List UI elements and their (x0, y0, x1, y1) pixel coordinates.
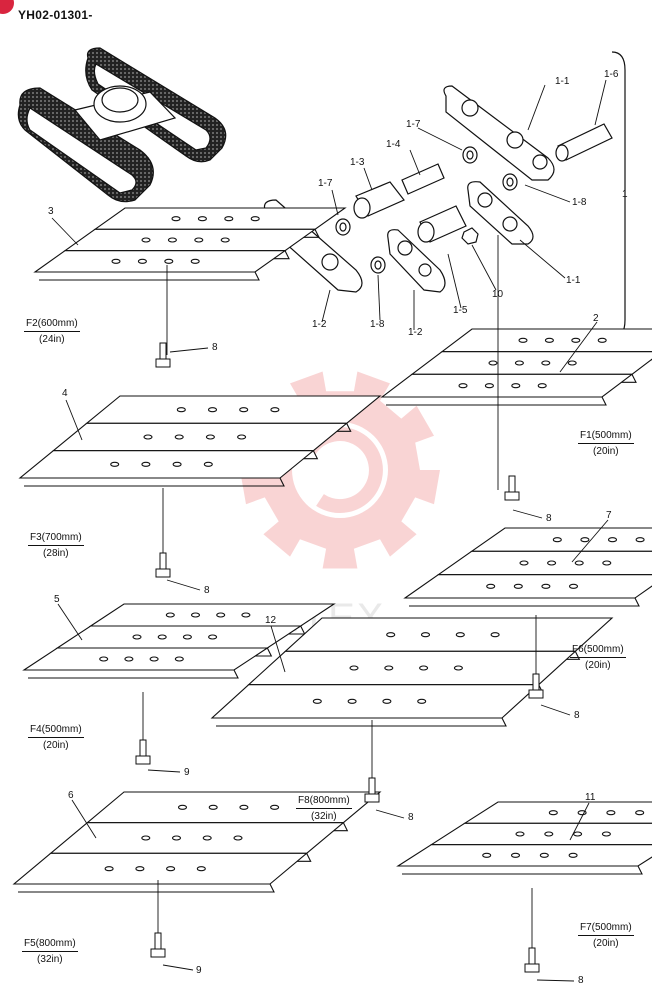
shoe-f4 (22, 603, 336, 679)
callout-1-2-right: 1-2 (408, 327, 423, 338)
callout-1-7-lower: 1-7 (318, 178, 333, 189)
shoe-f3 (18, 395, 382, 487)
callout-1-1-lower: 1-1 (566, 275, 581, 286)
bolt-8-f7-icon (524, 947, 540, 973)
bolt-8-f3-icon (155, 552, 171, 578)
shoe-f7 (396, 801, 652, 875)
callout-7: 7 (606, 510, 612, 521)
callout-bolt-8-f6: 8 (574, 710, 580, 721)
callout-1-4: 1-4 (386, 139, 401, 150)
track-link-assembly (263, 51, 626, 339)
bolt-8-f6-icon (528, 673, 544, 699)
callout-1-8-right: 1-8 (572, 197, 587, 208)
size-label-f7: F7(500mm)(20in) (578, 922, 634, 949)
callout-bolt-8-f8: 8 (408, 812, 414, 823)
callout-11: 11 (585, 792, 596, 803)
bolt-8-f2-icon (155, 342, 171, 368)
callout-6: 6 (68, 790, 74, 801)
callout-bolt-8-f7: 8 (578, 975, 584, 986)
callout-1-5: 1-5 (453, 305, 468, 316)
size-label-f2: F2(600mm)(24in) (24, 318, 80, 345)
callout-1-6: 1-6 (604, 69, 619, 80)
corner-badge (0, 0, 14, 14)
size-label-f3: F3(700mm)(28in) (28, 532, 84, 559)
bolt-8-f1-icon (504, 475, 520, 501)
callout-3: 3 (48, 206, 54, 217)
callout-bolt-8-f3: 8 (204, 585, 210, 596)
callout-bolt-8-f2: 8 (212, 342, 218, 353)
callout-2: 2 (593, 313, 599, 324)
drawing-code: YH02-01301- (18, 8, 93, 22)
bolt-9-f5-icon (150, 932, 166, 958)
callout-1-3: 1-3 (350, 157, 365, 168)
size-label-f8: F8(800mm)(32in) (296, 795, 352, 822)
callout-1-8-left: 1-8 (370, 319, 385, 330)
callout-12: 12 (265, 615, 277, 626)
callout-1-1-upper: 1-1 (555, 76, 570, 87)
shoe-f1 (380, 328, 652, 406)
size-label-f1: F1(500mm)(20in) (578, 430, 634, 457)
bolt-9-f4-icon (135, 739, 151, 765)
callout-1-2-left: 1-2 (312, 319, 327, 330)
callout-bolt-9-f4: 9 (184, 767, 190, 778)
callout-bolt-8-f1: 8 (546, 513, 552, 524)
callout-10: 10 (492, 289, 504, 300)
shoe-f6 (403, 527, 652, 607)
size-label-f4: F4(500mm)(20in) (28, 724, 84, 751)
bolt-8-f8-icon (364, 777, 380, 803)
size-label-f5: F5(800mm)(32in) (22, 938, 78, 965)
callout-5: 5 (54, 594, 60, 605)
callout-bolt-9-f5: 9 (196, 965, 202, 976)
shoe-f2 (33, 207, 347, 281)
undercarriage-icon (17, 47, 227, 203)
callout-1-7-upper: 1-7 (406, 119, 421, 130)
callout-1: 1 (622, 189, 628, 200)
shoe-f5 (12, 791, 382, 893)
callout-4: 4 (62, 388, 68, 399)
size-label-f6: F6(500mm)(20in) (570, 644, 626, 671)
shoe-f8 (210, 617, 614, 727)
